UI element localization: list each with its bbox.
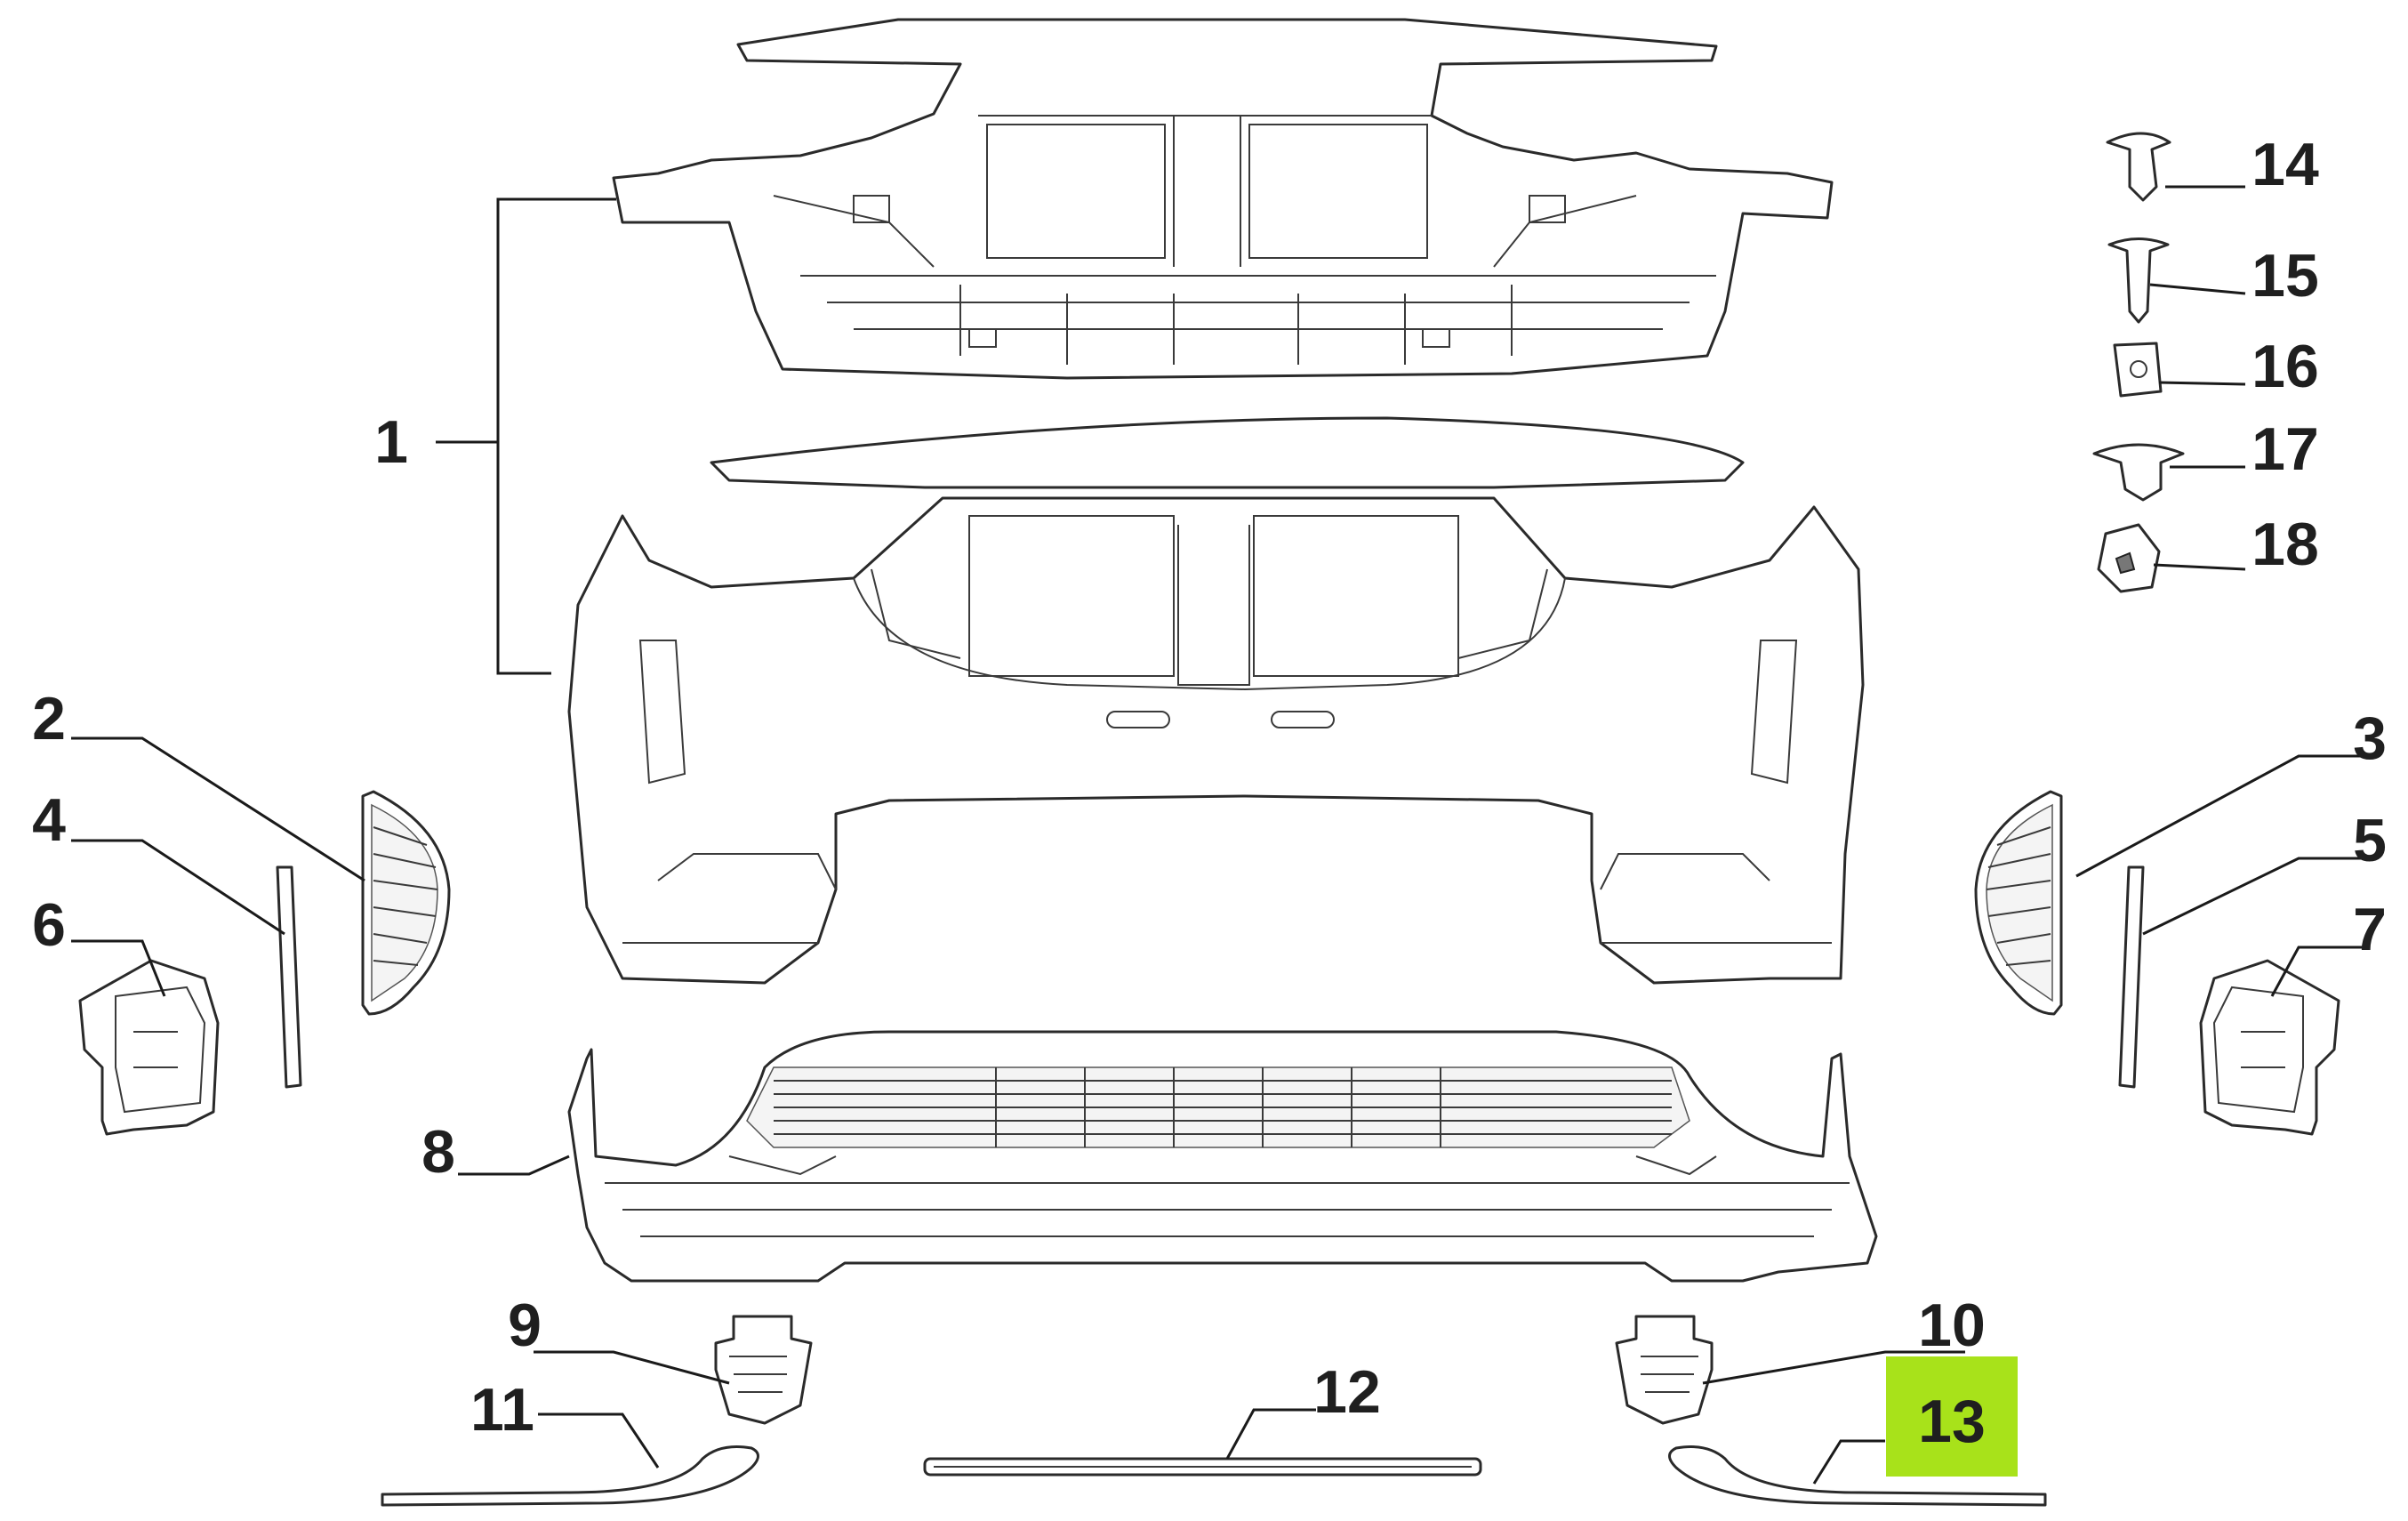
- part-left-lower-strip: [381, 1445, 759, 1507]
- part-lower-grille-panel: [567, 1030, 1878, 1283]
- callout-1: 1: [374, 408, 408, 476]
- callout-10: 10: [1918, 1292, 1986, 1359]
- callout-3: 3: [2353, 704, 2387, 772]
- part-left-lower-bracket: [714, 1315, 813, 1425]
- callout-labels: 1 2 3 4 5 6 7 8 9 10 11 12 13 14 15 16 1…: [32, 131, 2387, 1455]
- callout-17: 17: [2251, 415, 2319, 483]
- callout-7: 7: [2353, 896, 2387, 963]
- part-center-strip: [923, 1457, 1482, 1477]
- part-right-bracket: [2199, 959, 2340, 1136]
- part-left-side-grille: [361, 790, 451, 1016]
- callout-18: 18: [2251, 511, 2319, 578]
- callout-2: 2: [32, 685, 66, 752]
- callout-9: 9: [508, 1292, 542, 1359]
- part-upper-crossmember: [612, 18, 1834, 380]
- fastener-speed-nut: [2097, 523, 2161, 593]
- fastener-clip-nut: [2113, 342, 2163, 398]
- callout-5: 5: [2353, 807, 2387, 874]
- callout-15: 15: [2251, 242, 2319, 310]
- callout-13: 13: [1918, 1388, 1986, 1455]
- part-left-bracket: [78, 959, 220, 1136]
- fastener-push-clip: [2106, 132, 2171, 202]
- fastener-pin-rivet: [2107, 237, 2170, 324]
- part-right-trim-strip: [2118, 865, 2145, 1089]
- part-right-lower-strip: [1668, 1445, 2047, 1507]
- callout-4: 4: [32, 786, 66, 854]
- callout-8: 8: [421, 1118, 455, 1186]
- part-front-bumper-cover: [567, 416, 1865, 985]
- callout-11: 11: [470, 1376, 534, 1444]
- part-right-side-grille: [1974, 790, 2063, 1016]
- highlight-box-13: [1886, 1356, 2018, 1477]
- part-left-trim-strip: [276, 865, 302, 1089]
- callout-16: 16: [2251, 333, 2319, 400]
- callout-14: 14: [2251, 131, 2319, 198]
- leader-lines: [71, 185, 2370, 1485]
- part-right-lower-bracket: [1615, 1315, 1714, 1425]
- callout-6: 6: [32, 891, 66, 959]
- callout-12: 12: [1313, 1358, 1381, 1426]
- fastener-trim-clip: [2092, 443, 2185, 502]
